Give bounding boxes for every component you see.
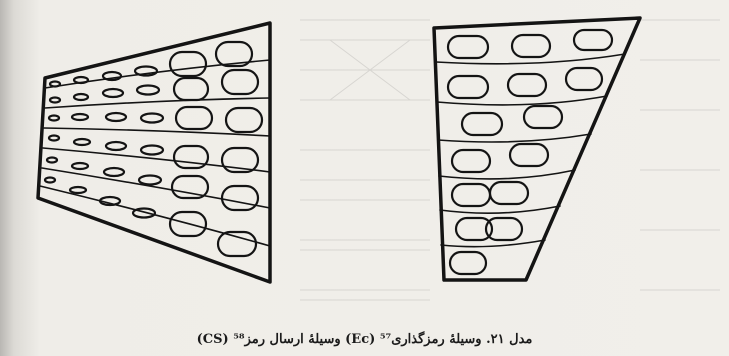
sending-device-cells bbox=[448, 30, 612, 274]
figure-caption: مدل ۲۱. وسیلهٔ رمزگذاری⁵⁷ (Ec) وسیلهٔ ار… bbox=[0, 332, 729, 347]
encoding-device-dividers bbox=[40, 60, 270, 246]
figure bbox=[0, 0, 729, 330]
encoding-device-cells bbox=[45, 42, 262, 256]
encoding-device-outline bbox=[38, 23, 270, 282]
sending-device-figure bbox=[434, 18, 640, 280]
encoding-device-figure bbox=[38, 23, 270, 282]
